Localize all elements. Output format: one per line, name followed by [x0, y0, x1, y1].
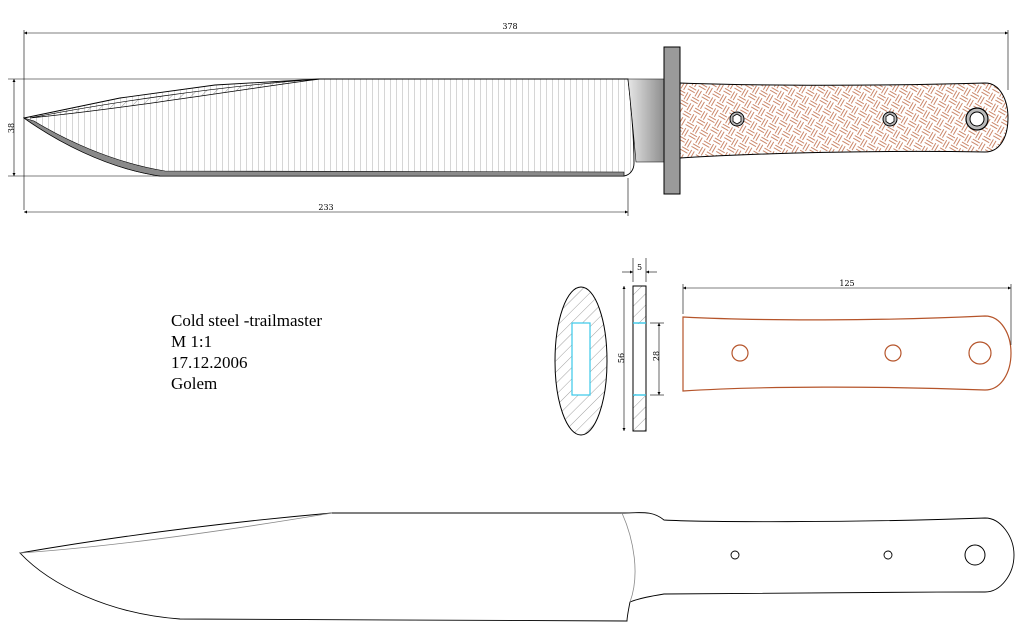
blade-blank-outline — [19, 512, 1015, 622]
dimension-blade-height: 38 — [7, 78, 320, 177]
knife-name: Cold steel -trailmaster — [171, 311, 323, 330]
tang-slot — [571, 322, 591, 396]
drawing-author: Golem — [171, 374, 218, 393]
dimension-label: 56 — [617, 353, 626, 363]
lanyard-hole — [968, 341, 992, 365]
dimension-overall-length: 378 — [23, 22, 1009, 210]
dimension-guard-height: 56 — [617, 286, 626, 431]
dimension-tang-slot: 28 — [650, 322, 664, 396]
rivet-hole — [884, 344, 902, 362]
blank-grind-line — [621, 512, 636, 603]
dimension-label: 5 — [637, 263, 642, 272]
handle-rivet — [882, 111, 898, 127]
dimension-label: 378 — [502, 22, 517, 31]
handle-scale-view — [682, 315, 1012, 392]
handle-scale — [682, 315, 1012, 392]
handle-rivet — [729, 111, 745, 127]
drawing-date: 17.12.2006 — [171, 353, 248, 372]
blank-swedge-line — [19, 512, 333, 554]
dimension-label: 38 — [7, 123, 16, 133]
dimension-label: 233 — [318, 203, 333, 212]
ricasso — [627, 78, 665, 163]
guard — [663, 46, 681, 195]
guard-section-view — [554, 285, 647, 436]
rivet-hole — [883, 550, 893, 560]
assembled-knife-view — [22, 46, 1009, 195]
drawing-scale: M 1:1 — [171, 332, 213, 351]
rivet-hole — [730, 550, 740, 560]
title-block: Cold steel -trailmaster M 1:1 17.12.2006… — [171, 310, 322, 394]
lanyard-hole — [964, 544, 986, 566]
blade-edge — [23, 117, 625, 177]
dimension-label: 125 — [839, 279, 854, 288]
dimension-handle-length: 125 — [682, 279, 1012, 345]
rivet-hole — [731, 344, 749, 362]
lanyard-hole — [965, 107, 989, 131]
handle — [679, 82, 1009, 159]
dimension-guard-thickness: 5 — [622, 258, 657, 282]
blade-blank-profile — [19, 512, 1015, 622]
dimension-label: 28 — [652, 351, 661, 361]
dimension-blade-length: 233 — [24, 178, 629, 216]
